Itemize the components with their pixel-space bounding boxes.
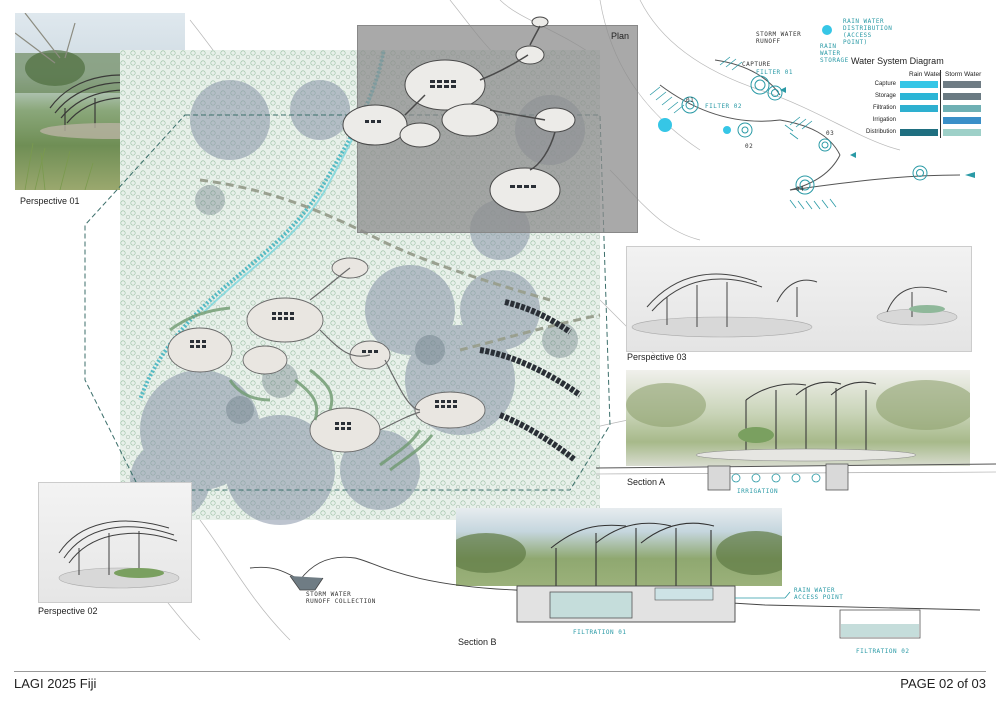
perspective-02-render bbox=[38, 482, 192, 603]
wsd-row-label: Capture bbox=[874, 81, 896, 87]
filter-02-note: FILTER 02 bbox=[705, 103, 743, 110]
perspective-03-label: Perspective 03 bbox=[627, 352, 687, 362]
wsd-storm-bar bbox=[943, 129, 981, 136]
wsd-row-label: Filtration bbox=[872, 105, 896, 111]
filter-01-note: FILTER 01 bbox=[756, 69, 794, 76]
wsd-row: Capture bbox=[850, 81, 1000, 89]
wsd-row-label: Distribution bbox=[865, 129, 896, 135]
wsd-storm-bar bbox=[943, 93, 981, 100]
storm-water-runoff-collection-note: STORM WATER RUNOFF COLLECTION bbox=[306, 591, 376, 605]
footer-divider bbox=[14, 671, 986, 672]
plan-pods bbox=[342, 16, 576, 213]
wsd-rain-bar bbox=[900, 129, 938, 136]
node-02: 02 bbox=[745, 143, 754, 150]
wsd-row-label: Irrigation bbox=[872, 117, 896, 123]
footer-page-number: PAGE 02 of 03 bbox=[900, 676, 986, 691]
perspective-03-render bbox=[626, 246, 972, 352]
water-system-table: Capture Storage Filtration Irrigation Di… bbox=[850, 81, 1000, 141]
wsd-row: Irrigation bbox=[850, 117, 1000, 125]
node-01: 01 bbox=[686, 97, 695, 104]
wsd-storm-bar bbox=[943, 81, 981, 88]
section-a-ground bbox=[596, 463, 997, 491]
wsd-row: Distribution bbox=[850, 129, 1000, 137]
water-system-diagram-title: Water System Diagram bbox=[851, 56, 944, 66]
wsd-row: Storage bbox=[850, 93, 1000, 101]
water-system-sketch bbox=[649, 25, 975, 210]
wsd-rain-bar bbox=[900, 81, 938, 88]
section-b-render bbox=[456, 508, 782, 586]
node-04: 04 bbox=[796, 186, 805, 193]
wsd-storm-bar bbox=[943, 117, 981, 124]
rain-water-access-point-note: RAIN WATER ACCESS POINT bbox=[794, 587, 844, 601]
perspective-01-label: Perspective 01 bbox=[20, 196, 80, 206]
wsd-rain-bar bbox=[900, 105, 938, 112]
section-b-ground bbox=[249, 556, 981, 639]
capture-note: CAPTURE bbox=[742, 61, 771, 68]
wsd-row-label: Storage bbox=[874, 93, 896, 99]
wsd-rain-bar bbox=[900, 93, 938, 100]
section-a-render bbox=[626, 370, 970, 466]
section-a-label: Section A bbox=[627, 477, 666, 487]
wsd-storm-bar bbox=[943, 105, 981, 112]
section-b-label: Section B bbox=[458, 637, 497, 647]
footer-project-title: LAGI 2025 Fiji bbox=[14, 676, 97, 691]
filtration-02-note: FILTRATION 02 bbox=[856, 648, 910, 655]
storm-water-runoff-note: STORM WATER RUNOFF bbox=[756, 31, 802, 45]
perspective-02-label: Perspective 02 bbox=[38, 606, 98, 616]
col-storm-water: Storm Water bbox=[945, 71, 982, 78]
filtration-01-note: FILTRATION 01 bbox=[573, 629, 627, 636]
col-rain-water: Rain Water bbox=[909, 71, 942, 78]
wsd-row: Filtration bbox=[850, 105, 1000, 113]
plan-label: Plan bbox=[611, 31, 630, 41]
irrigation-note: IRRIGATION bbox=[737, 488, 779, 495]
rain-water-storage-note: RAIN WATER STORAGE bbox=[820, 43, 849, 64]
node-03: 03 bbox=[826, 130, 835, 137]
rain-water-distribution-note: RAIN WATER DISTRIBUTION (ACCESS POINT) bbox=[843, 18, 893, 46]
water-system-divider bbox=[940, 70, 941, 138]
